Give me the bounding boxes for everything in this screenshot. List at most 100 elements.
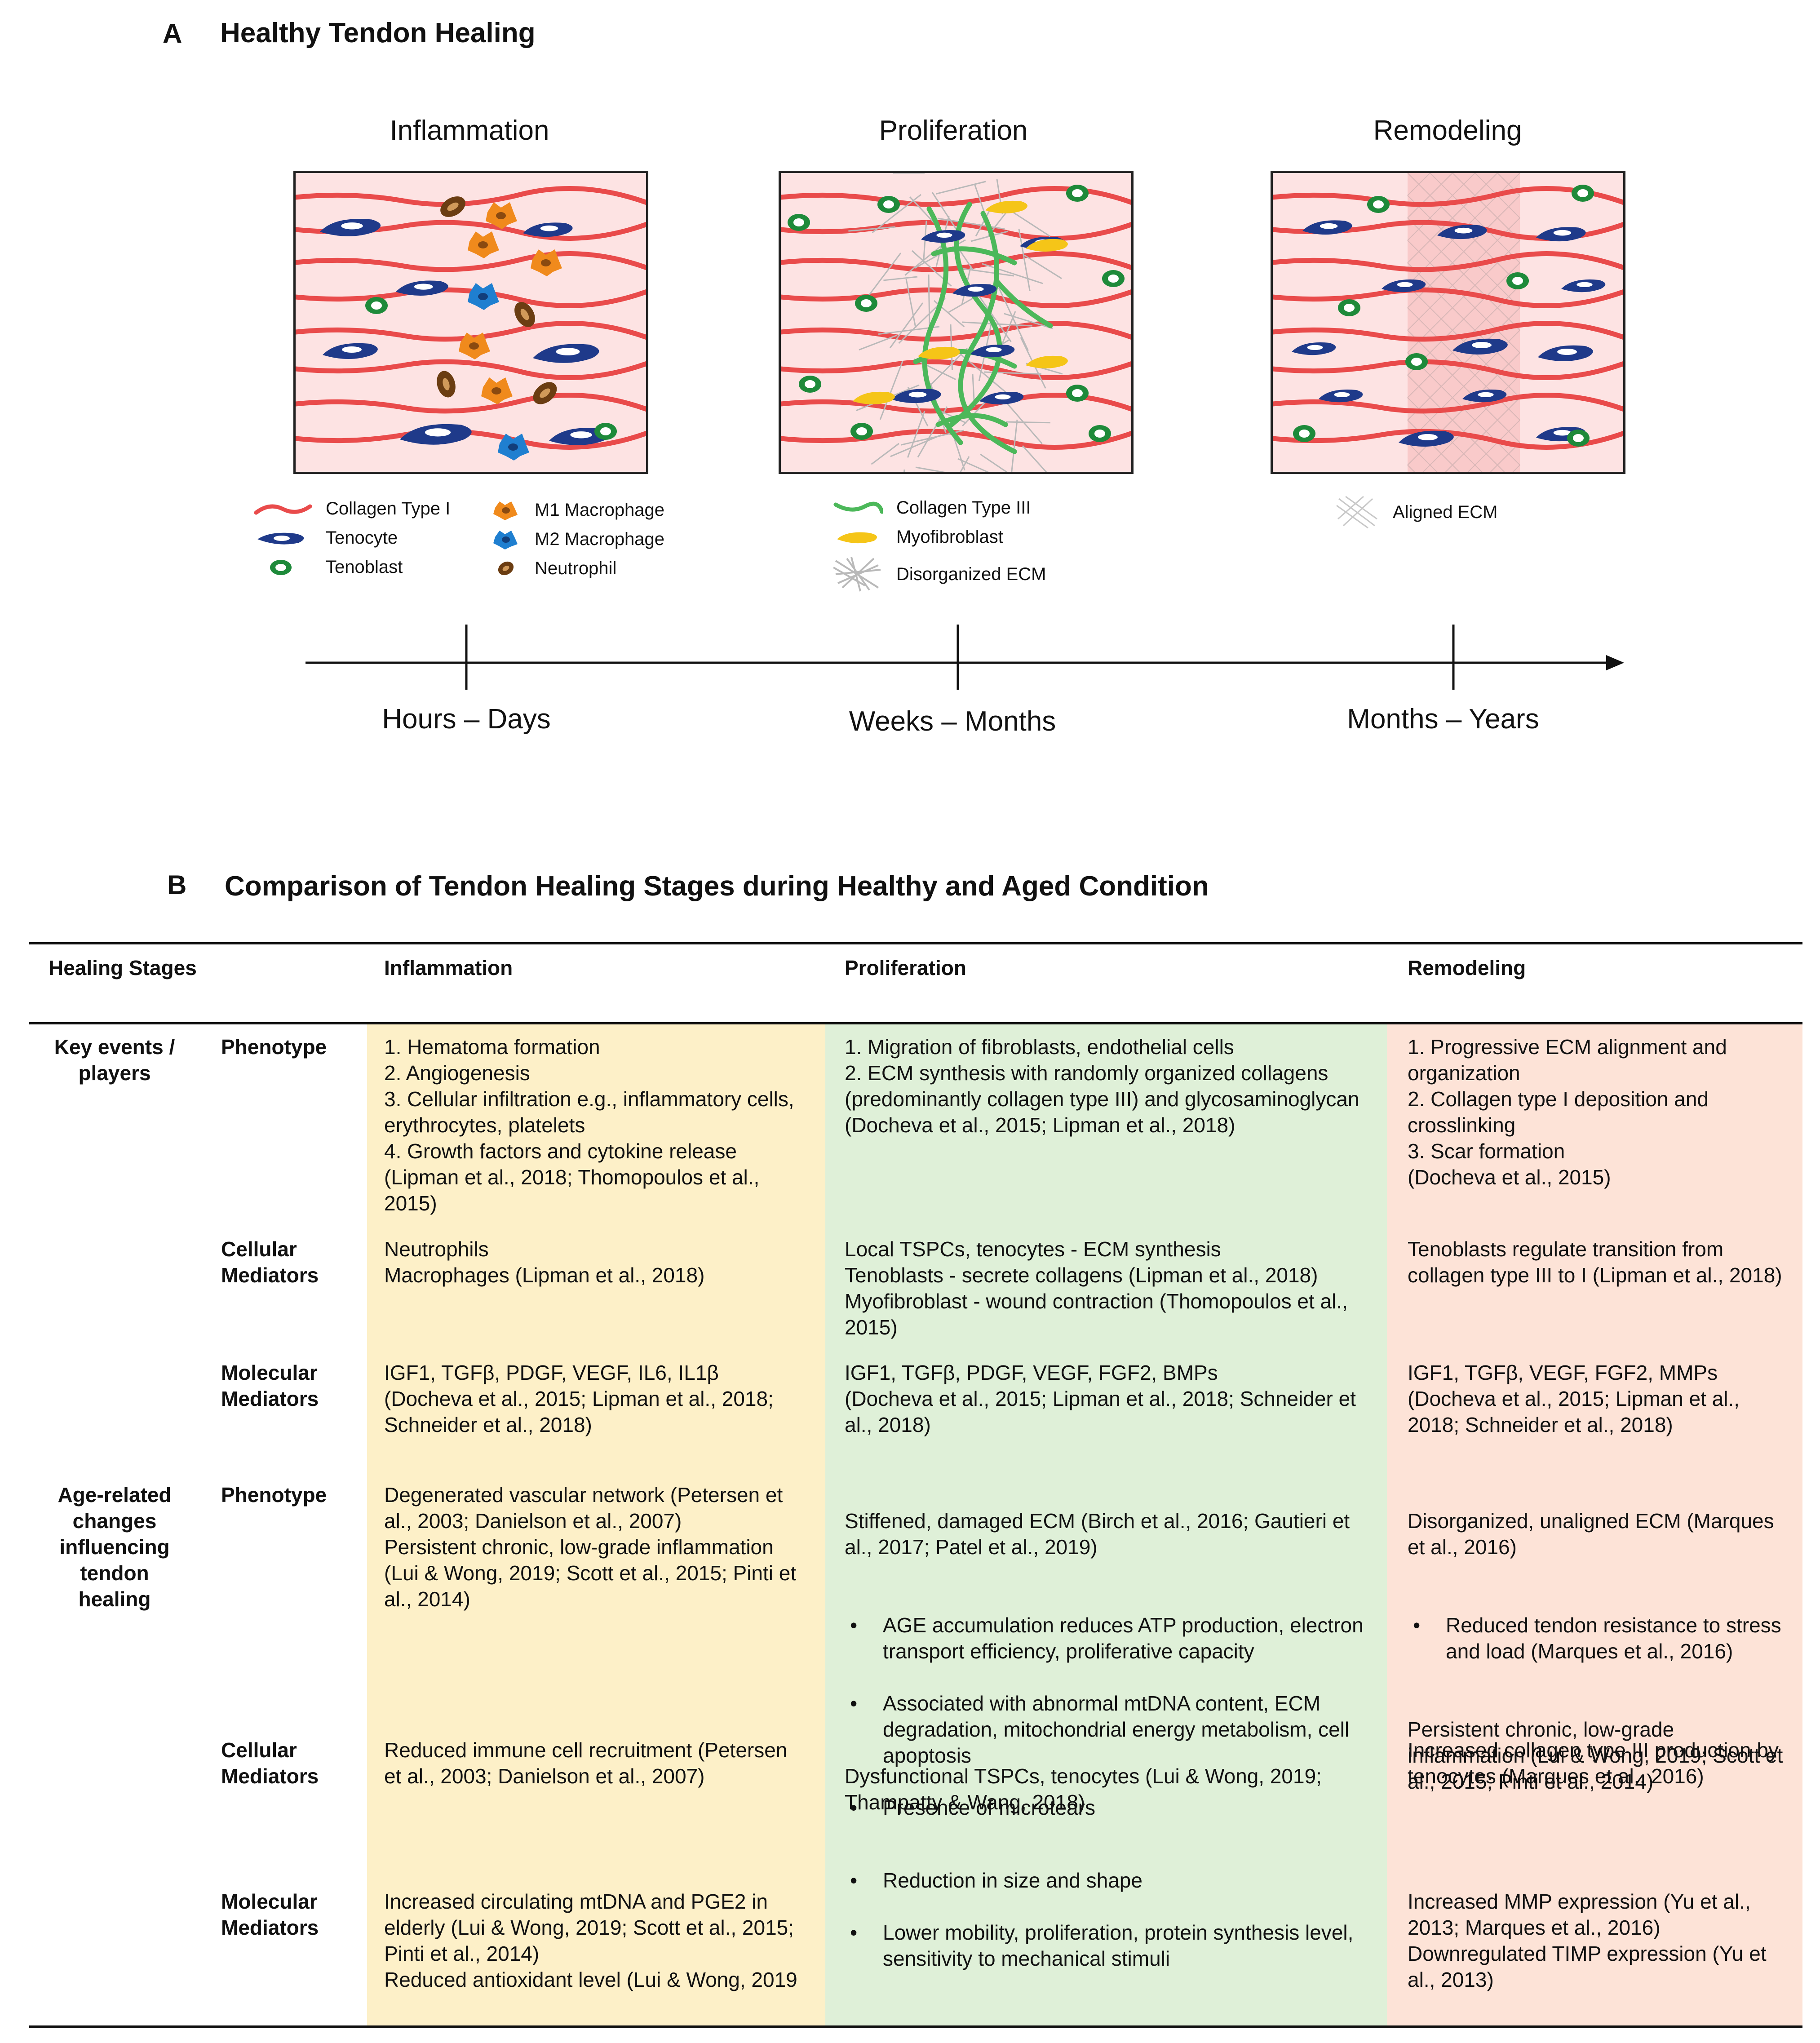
tenocyte-cell xyxy=(400,424,472,445)
myofibroblast-cell xyxy=(853,391,895,404)
row-label-key-phenotype: Phenotype xyxy=(221,1035,327,1059)
m1-macrophage-icon xyxy=(493,501,518,520)
panel-a-letter: A xyxy=(163,18,182,49)
myofibroblast-cell xyxy=(918,346,960,359)
row-label-aged-molecular-mediators: Molecular Mediators xyxy=(221,1890,319,1939)
tenoblast-cell xyxy=(1293,425,1315,442)
legend-collagen-type-3-label: Collagen Type III xyxy=(896,498,1031,518)
tenocyte-cell xyxy=(952,284,997,297)
legend-aligned-ecm-label: Aligned ECM xyxy=(1393,502,1498,522)
tenocyte-cell xyxy=(1452,338,1508,355)
list-item: Associated with abnormal mtDNA content, … xyxy=(845,1690,1375,1768)
legend-tenoblast: Tenoblast xyxy=(254,557,403,577)
collagen-type-1-fiber xyxy=(1273,251,1623,272)
row-label-aged-cellular-mediators: Cellular Mediators xyxy=(221,1738,319,1788)
collagen-type-1-fiber xyxy=(296,287,646,308)
tenocyte-cell xyxy=(1437,225,1487,239)
tenocyte-cell xyxy=(320,219,381,236)
m2-macrophage-cell xyxy=(498,434,529,461)
neutrophil-cell xyxy=(440,196,465,217)
cell-key-molecular-inflammation: IGF1, TGFβ, PDGF, VEGF, IL6, IL1β (Doche… xyxy=(384,1361,774,1436)
m1-macrophage-cell xyxy=(459,332,490,359)
list-item: Lower mobility, proliferation, protein s… xyxy=(845,1919,1375,1972)
aged-phenotype-remodeling-intro: Disorganized, unaligned ECM (Marques et … xyxy=(1408,1509,1774,1559)
tenocyte-icon xyxy=(257,532,304,545)
legend-myofibroblast-label: Myofibroblast xyxy=(896,527,1003,547)
tenocyte-cell xyxy=(1399,430,1454,447)
tenocyte-cell xyxy=(396,280,448,296)
tenocyte-cell xyxy=(1292,342,1336,355)
aged-phenotype-proliferation-list: AGE accumulation reduces ATP production,… xyxy=(845,1586,1375,1847)
tenoblast-cell xyxy=(365,297,388,314)
cell-aged-phenotype-inflammation: Degenerated vascular network (Petersen e… xyxy=(384,1483,797,1611)
tenoblast-cell xyxy=(1367,196,1390,213)
cell-key-cellular-proliferation: Local TSPCs, tenocytes - ECM synthesis T… xyxy=(845,1237,1348,1339)
collagen-type-1-fiber xyxy=(1273,359,1623,380)
myofibroblast-cell xyxy=(1026,239,1068,252)
collagen-type-1-fiber xyxy=(1273,186,1623,207)
tenoblast-cell xyxy=(877,196,900,213)
cell-aged-cellular-proliferation: Dysfunctional TSPCs, tenocytes (Lui & Wo… xyxy=(845,1737,1375,2024)
tenocyte-cell xyxy=(1538,345,1593,361)
legend-tenocyte-label: Tenocyte xyxy=(326,528,398,548)
healing-region xyxy=(1408,173,1520,472)
group-age-related: Age-related changes influencing tendon h… xyxy=(58,1483,172,1611)
group-key-events: Key events / players xyxy=(54,1035,175,1085)
cell-aged-molecular-inflammation: Increased circulating mtDNA and PGE2 in … xyxy=(384,1890,797,1991)
cell-key-cellular-inflammation: Neutrophils Macrophages (Lipman et al., … xyxy=(384,1237,705,1287)
m1-macrophage-cell xyxy=(481,377,513,404)
legend-collagen-type-1-label: Collagen Type I xyxy=(326,499,451,519)
tenocyte-cell xyxy=(1561,279,1606,292)
header-inflammation: Inflammation xyxy=(384,956,513,979)
panel-b-title: Comparison of Tendon Healing Stages duri… xyxy=(225,871,1209,902)
tenocyte-cell xyxy=(1319,389,1363,403)
m1-macrophage-cell xyxy=(468,231,499,258)
panel-b-letter: B xyxy=(167,870,187,900)
collagen-type-1-fiber xyxy=(781,287,1131,308)
tenoblast-cell xyxy=(855,295,877,312)
legend-myofibroblast: Myofibroblast xyxy=(833,527,1003,547)
header-proliferation: Proliferation xyxy=(845,956,966,979)
legend-m2-macrophage: M2 Macrophage xyxy=(490,528,664,550)
legend-m1-macrophage-label: M1 Macrophage xyxy=(535,500,665,520)
collagen-type-1-fiber xyxy=(296,393,646,414)
aged-phenotype-remodeling-list: Reduced tendon resistance to stress and … xyxy=(1408,1586,1794,1690)
tenoblast-icon xyxy=(270,559,292,575)
legend-disorganized-ecm: Disorganized ECM xyxy=(833,556,1046,592)
collagen-type-1-fiber xyxy=(781,251,1131,272)
legend-collagen-type-3: Collagen Type III xyxy=(833,498,1031,518)
legend-aligned-ecm: Aligned ECM xyxy=(1334,494,1497,530)
collagen-type-3-icon xyxy=(833,501,883,514)
tenoblast-cell xyxy=(1572,185,1594,202)
cell-key-molecular-remodeling: IGF1, TGFβ, VEGF, FGF2, MMPs (Docheva et… xyxy=(1408,1361,1740,1436)
legend-m1-macrophage: M1 Macrophage xyxy=(490,499,664,521)
collagen-type-1-fiber xyxy=(1273,287,1623,308)
neutrophil-cell xyxy=(514,302,535,327)
myofibroblast-cell xyxy=(985,200,1027,213)
timeline-axis xyxy=(306,625,1624,690)
neutrophil-icon xyxy=(498,561,514,576)
tenocyte-cell xyxy=(891,389,941,403)
tenocyte-cell xyxy=(523,222,573,237)
myofibroblast-icon xyxy=(837,532,877,543)
timeline-label-months-years: Months – Years xyxy=(1347,704,1539,735)
table-top-rule xyxy=(29,942,1802,944)
row-label-key-cellular-mediators: Cellular Mediators xyxy=(221,1237,319,1287)
cell-key-phenotype-remodeling: 1. Progressive ECM alignment and organiz… xyxy=(1408,1035,1727,1189)
inflammation-column-band xyxy=(367,1024,825,2025)
aged-phenotype-proliferation-intro: Stiffened, damaged ECM (Birch et al., 20… xyxy=(845,1509,1350,1559)
tenoblast-cell xyxy=(799,376,821,393)
cell-aged-cellular-remodeling: Increased collagen type III production b… xyxy=(1408,1738,1779,1788)
remodeling-column-band xyxy=(1387,1024,1802,2025)
panel-a-title: Healthy Tendon Healing xyxy=(220,18,536,49)
cell-key-molecular-proliferation: IGF1, TGFβ, PDGF, VEGF, FGF2, BMPs (Doch… xyxy=(845,1361,1356,1436)
collagen-type-1-fiber xyxy=(1273,393,1623,414)
collagen-type-1-icon xyxy=(254,504,312,514)
row-label-key-molecular-mediators: Molecular Mediators xyxy=(221,1361,319,1410)
tenoblast-cell xyxy=(1066,185,1089,202)
tenocyte-cell xyxy=(979,391,1024,405)
timeline-label-weeks-months: Weeks – Months xyxy=(849,706,1056,737)
legend-disorganized-ecm-label: Disorganized ECM xyxy=(896,564,1046,584)
m2-macrophage-cell xyxy=(468,283,499,310)
tenoblast-cell xyxy=(1089,425,1111,442)
